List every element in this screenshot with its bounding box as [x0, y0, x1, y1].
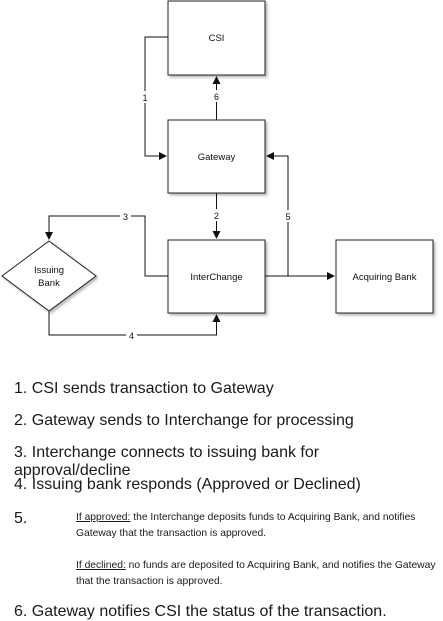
step-5-declined-heading: If declined: — [76, 560, 126, 571]
step-1: 1. CSI sends transaction to Gateway — [14, 380, 274, 397]
interchange-label: InterChange — [190, 272, 242, 283]
edge-label-1: 1 — [142, 93, 147, 103]
issuing-bank-node: Issuing Bank — [1, 240, 97, 312]
interchange-node: InterChange — [167, 239, 266, 314]
issuing-bank-label-line1: Issuing — [34, 265, 64, 276]
edge-label-3: 3 — [123, 212, 128, 222]
edge-6: 6 — [211, 76, 222, 120]
acquiring-bank-label: Acquiring Bank — [353, 272, 417, 283]
edge-label-4: 4 — [129, 331, 134, 341]
edge-3: 3 — [45, 210, 168, 277]
step-5-declined-text: no funds are deposited to Acquiring Bank… — [76, 560, 436, 587]
step-4: 4. Issuing bank responds (Approved or De… — [14, 476, 361, 493]
edge-2: 2 — [211, 193, 222, 239]
step-5-declined: If declined: no funds are deposited to A… — [76, 558, 438, 590]
gateway-label: Gateway — [198, 152, 236, 163]
step-6: 6. Gateway notifies CSI the status of th… — [14, 603, 387, 620]
edge-1: 1 — [140, 36, 168, 160]
step-5-approved-heading: If approved: — [76, 512, 131, 523]
csi-label: CSI — [209, 33, 225, 44]
gateway-node: Gateway — [167, 119, 266, 194]
acquiring-bank-node: Acquiring Bank — [335, 239, 434, 314]
edge-4: 4 — [48, 311, 221, 341]
step-2: 2. Gateway sends to Interchange for proc… — [14, 412, 354, 429]
edge-label-2: 2 — [214, 211, 219, 221]
step-5-approved: If approved: the Interchange deposits fu… — [76, 510, 438, 542]
edge-5: 5 — [265, 152, 293, 277]
csi-node: CSI — [167, 0, 266, 76]
flow-diagram: CSI Gateway InterChange Acquiring Bank I… — [1, 0, 434, 341]
issuing-bank-label-line2: Bank — [38, 278, 60, 289]
step-5-number: 5. — [14, 510, 28, 527]
step-5-approved-text: the Interchange deposits funds to Acquir… — [76, 512, 416, 539]
edge-label-5: 5 — [285, 212, 290, 222]
edge-label-6: 6 — [214, 92, 219, 102]
step-3: 3. Interchange connects to issuing bank … — [14, 444, 320, 479]
